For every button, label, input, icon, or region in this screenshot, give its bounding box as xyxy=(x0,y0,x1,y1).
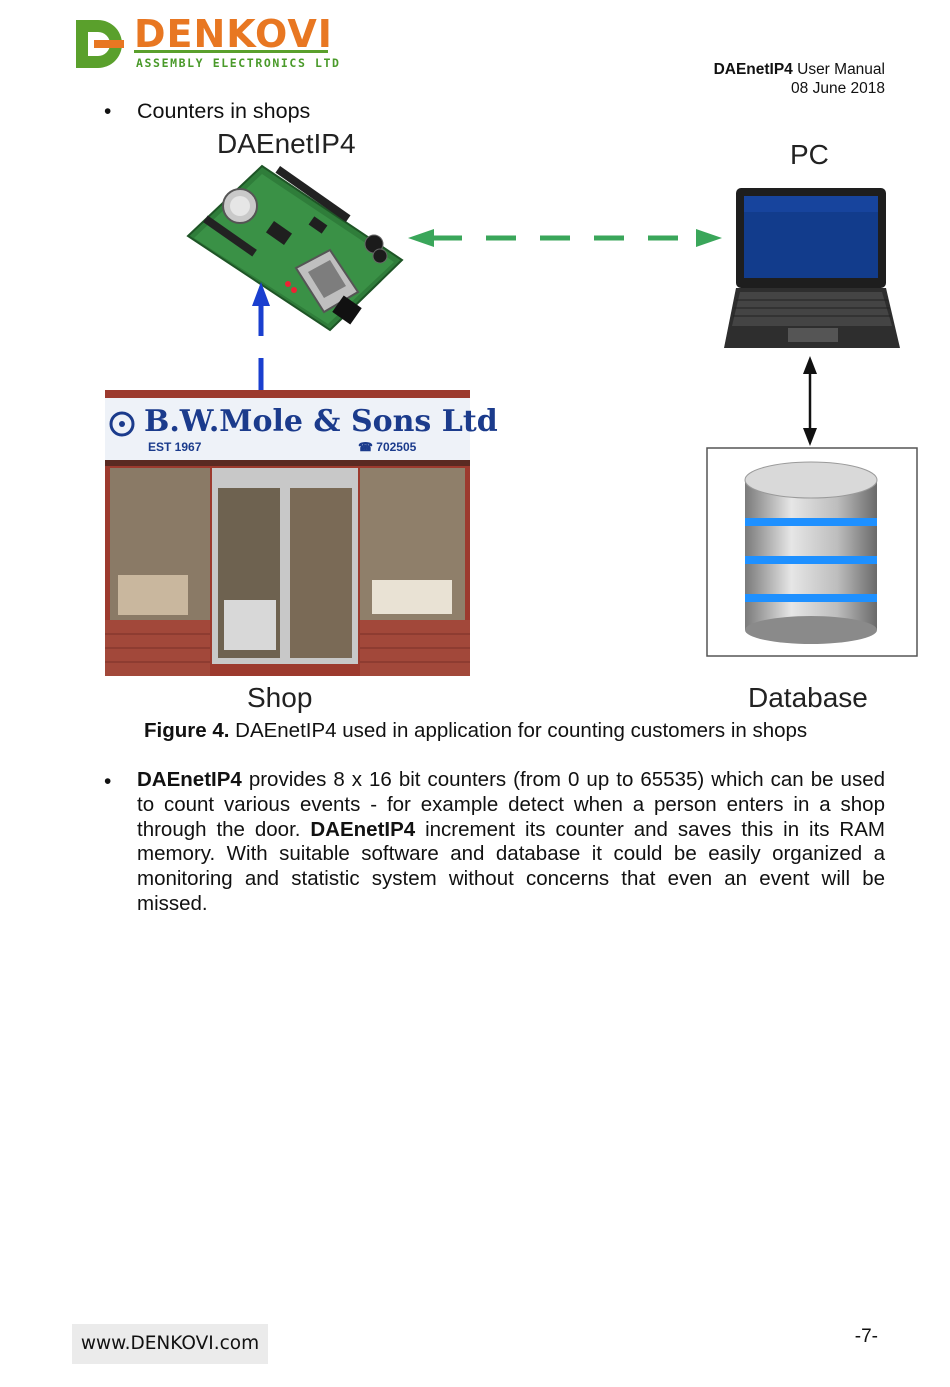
page-number: -7- xyxy=(854,1326,878,1347)
figure-caption: Figure 4. DAEnetIP4 used in application … xyxy=(144,719,808,742)
label-daenetip4: DAEnetIP4 xyxy=(217,128,356,159)
daenetip4-board-image xyxy=(186,164,404,332)
label-shop: Shop xyxy=(247,682,313,713)
label-database: Database xyxy=(748,682,868,713)
denkovi-logo-mark-icon xyxy=(76,20,124,68)
bullet-marker: • xyxy=(104,770,112,793)
document-header: DAEnetIP4 User Manual 08 June 2018 xyxy=(714,60,885,98)
footer-website: www.DENKOVI.com xyxy=(72,1324,268,1364)
bullet-counters-in-shops: Counters in shops xyxy=(137,99,311,123)
shop-front-image xyxy=(105,390,470,676)
pc-database-arrow xyxy=(803,356,817,446)
company-logo xyxy=(72,14,332,72)
logo-underline xyxy=(134,50,328,53)
doc-date: 08 June 2018 xyxy=(791,80,885,97)
logo-subtitle: ASSEMBLY ELECTRONICS LTD xyxy=(136,56,341,70)
shop-sign-name: B.W.Mole & Sons Ltd xyxy=(144,404,498,439)
bullet-marker: • xyxy=(104,100,112,123)
counter-description-paragraph: DAEnetIP4 provides 8 x 16 bit counters (… xyxy=(137,768,885,915)
pc-laptop-image xyxy=(724,188,900,348)
shop-sign-phone: ☎ 702505 xyxy=(358,440,417,454)
application-diagram xyxy=(105,164,918,676)
network-link-arrow xyxy=(408,229,722,247)
shop-sign-est: EST 1967 xyxy=(148,440,202,454)
logo-wordmark: DENKOVI xyxy=(134,12,333,56)
database-image xyxy=(706,447,918,657)
label-pc: PC xyxy=(790,139,829,170)
doc-title: DAEnetIP4 User Manual xyxy=(713,61,885,78)
